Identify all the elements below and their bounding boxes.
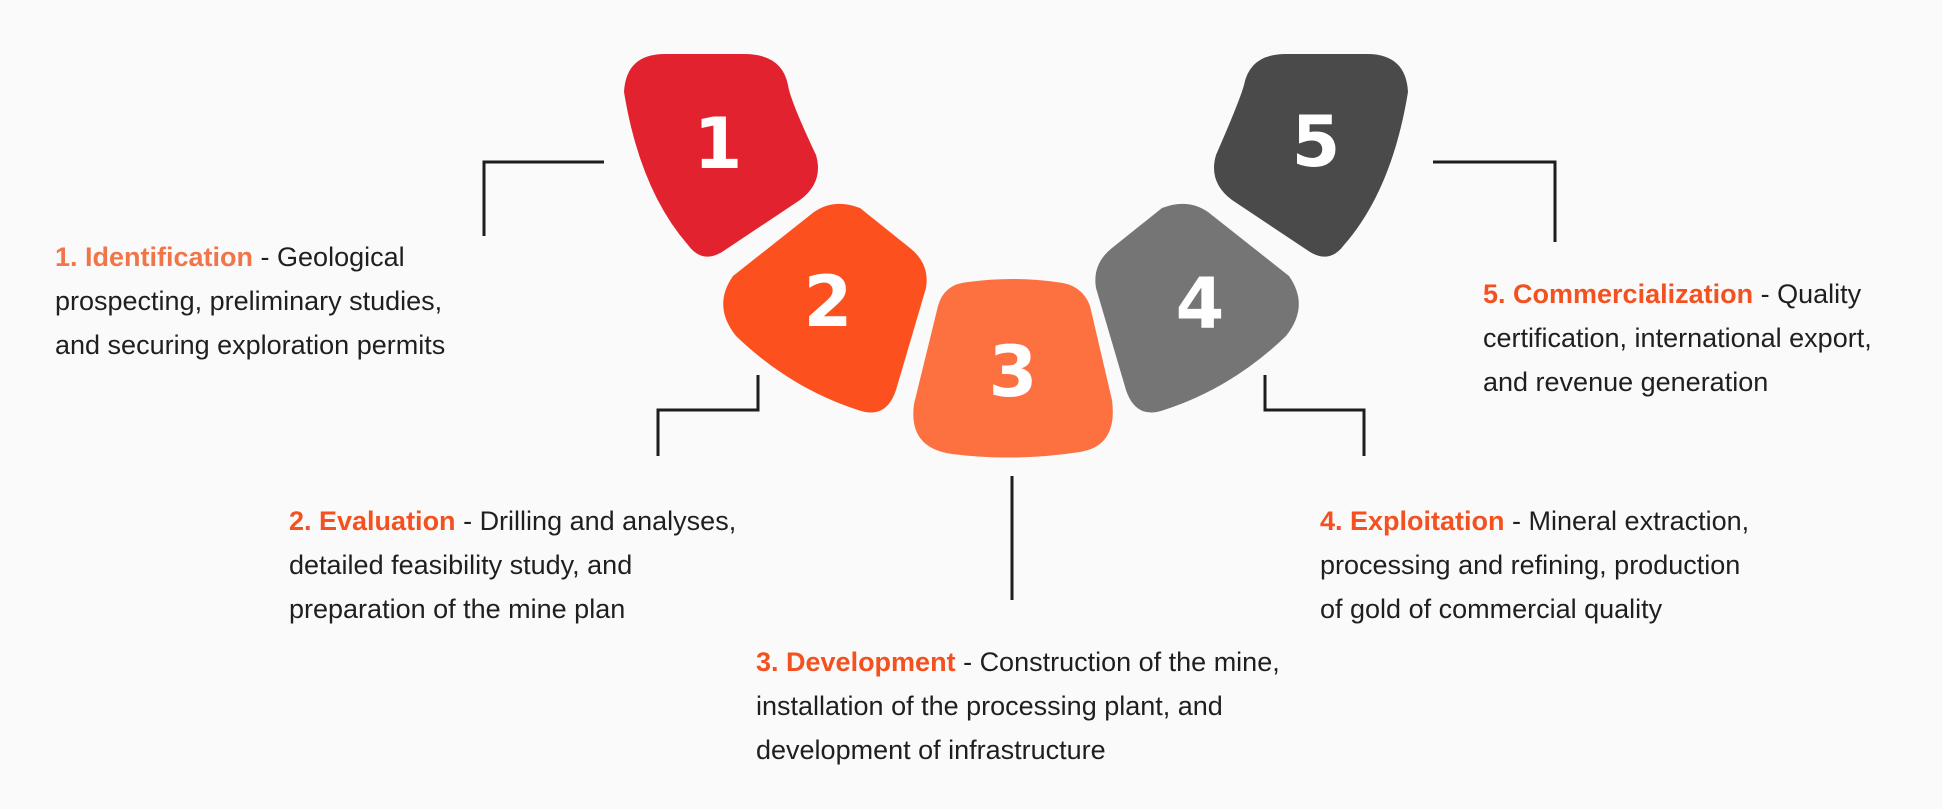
step-2-line-2: detailed feasibility study, and <box>289 550 633 580</box>
step-5-separator: - <box>1753 279 1778 309</box>
connector-step-1 <box>482 160 604 236</box>
step-4-line-3: of gold of commercial quality <box>1320 594 1663 624</box>
step-2-line-3: preparation of the mine plan <box>289 594 626 624</box>
step-1-description: 1. Identification - Geological prospecti… <box>55 235 445 367</box>
step-3-block <box>913 279 1113 458</box>
step-4-description: 4. Exploitation - Mineral extraction, pr… <box>1320 499 1749 631</box>
connector-step-2 <box>656 375 760 456</box>
step-1-block <box>624 54 818 257</box>
step-5-description: 5. Commercialization - Quality certifica… <box>1483 272 1872 404</box>
step-4-block <box>1095 203 1299 413</box>
step-5-block <box>1214 54 1408 257</box>
step-3-shape: 3 <box>913 279 1113 458</box>
step-2-block <box>723 203 927 413</box>
step-4-title: 4. Exploitation <box>1320 506 1505 536</box>
step-5-number: 5 <box>1292 101 1341 183</box>
step-1-separator: - <box>253 242 278 272</box>
step-5-title: 5. Commercialization <box>1483 279 1754 309</box>
step-3-line-3: development of infrastructure <box>756 735 1106 765</box>
step-3-line-2: installation of the processing plant, an… <box>756 691 1223 721</box>
step-1-line-3: and securing exploration permits <box>55 330 446 360</box>
step-2-number: 2 <box>804 261 853 343</box>
step-2-title: 2. Evaluation <box>289 506 456 536</box>
step-5-line-1: Quality <box>1777 279 1862 309</box>
step-5-line-2: certification, international export, <box>1483 323 1872 353</box>
step-4-shape: 4 <box>1095 203 1299 413</box>
step-1-line-2: prospecting, preliminary studies, <box>55 286 443 316</box>
step-3-description: 3. Development - Construction of the min… <box>756 640 1280 772</box>
connector-step-5 <box>1433 160 1557 242</box>
step-3-line-1: Construction of the mine, <box>979 647 1280 677</box>
step-4-separator: - <box>1504 506 1529 536</box>
step-5-line-3: and revenue generation <box>1483 367 1769 397</box>
step-3-title: 3. Development <box>756 647 956 677</box>
step-2-description: 2. Evaluation - Drilling and analyses, d… <box>289 499 736 631</box>
step-2-line-1: Drilling and analyses, <box>479 506 737 536</box>
step-1-shape: 1 <box>624 54 818 257</box>
step-1-line-1: Geological <box>277 242 405 272</box>
step-4-line-1: Mineral extraction, <box>1528 506 1750 536</box>
step-1-title: 1. Identification <box>55 242 254 272</box>
step-1-number: 1 <box>694 103 743 185</box>
step-4-line-2: processing and refining, production <box>1320 550 1741 580</box>
step-2-separator: - <box>455 506 480 536</box>
step-3-separator: - <box>955 647 980 677</box>
step-5-shape: 5 <box>1214 54 1408 257</box>
connector-step-4 <box>1263 375 1366 456</box>
step-3-number: 3 <box>989 331 1038 413</box>
step-2-shape: 2 <box>723 203 927 413</box>
step-4-number: 4 <box>1176 263 1225 345</box>
